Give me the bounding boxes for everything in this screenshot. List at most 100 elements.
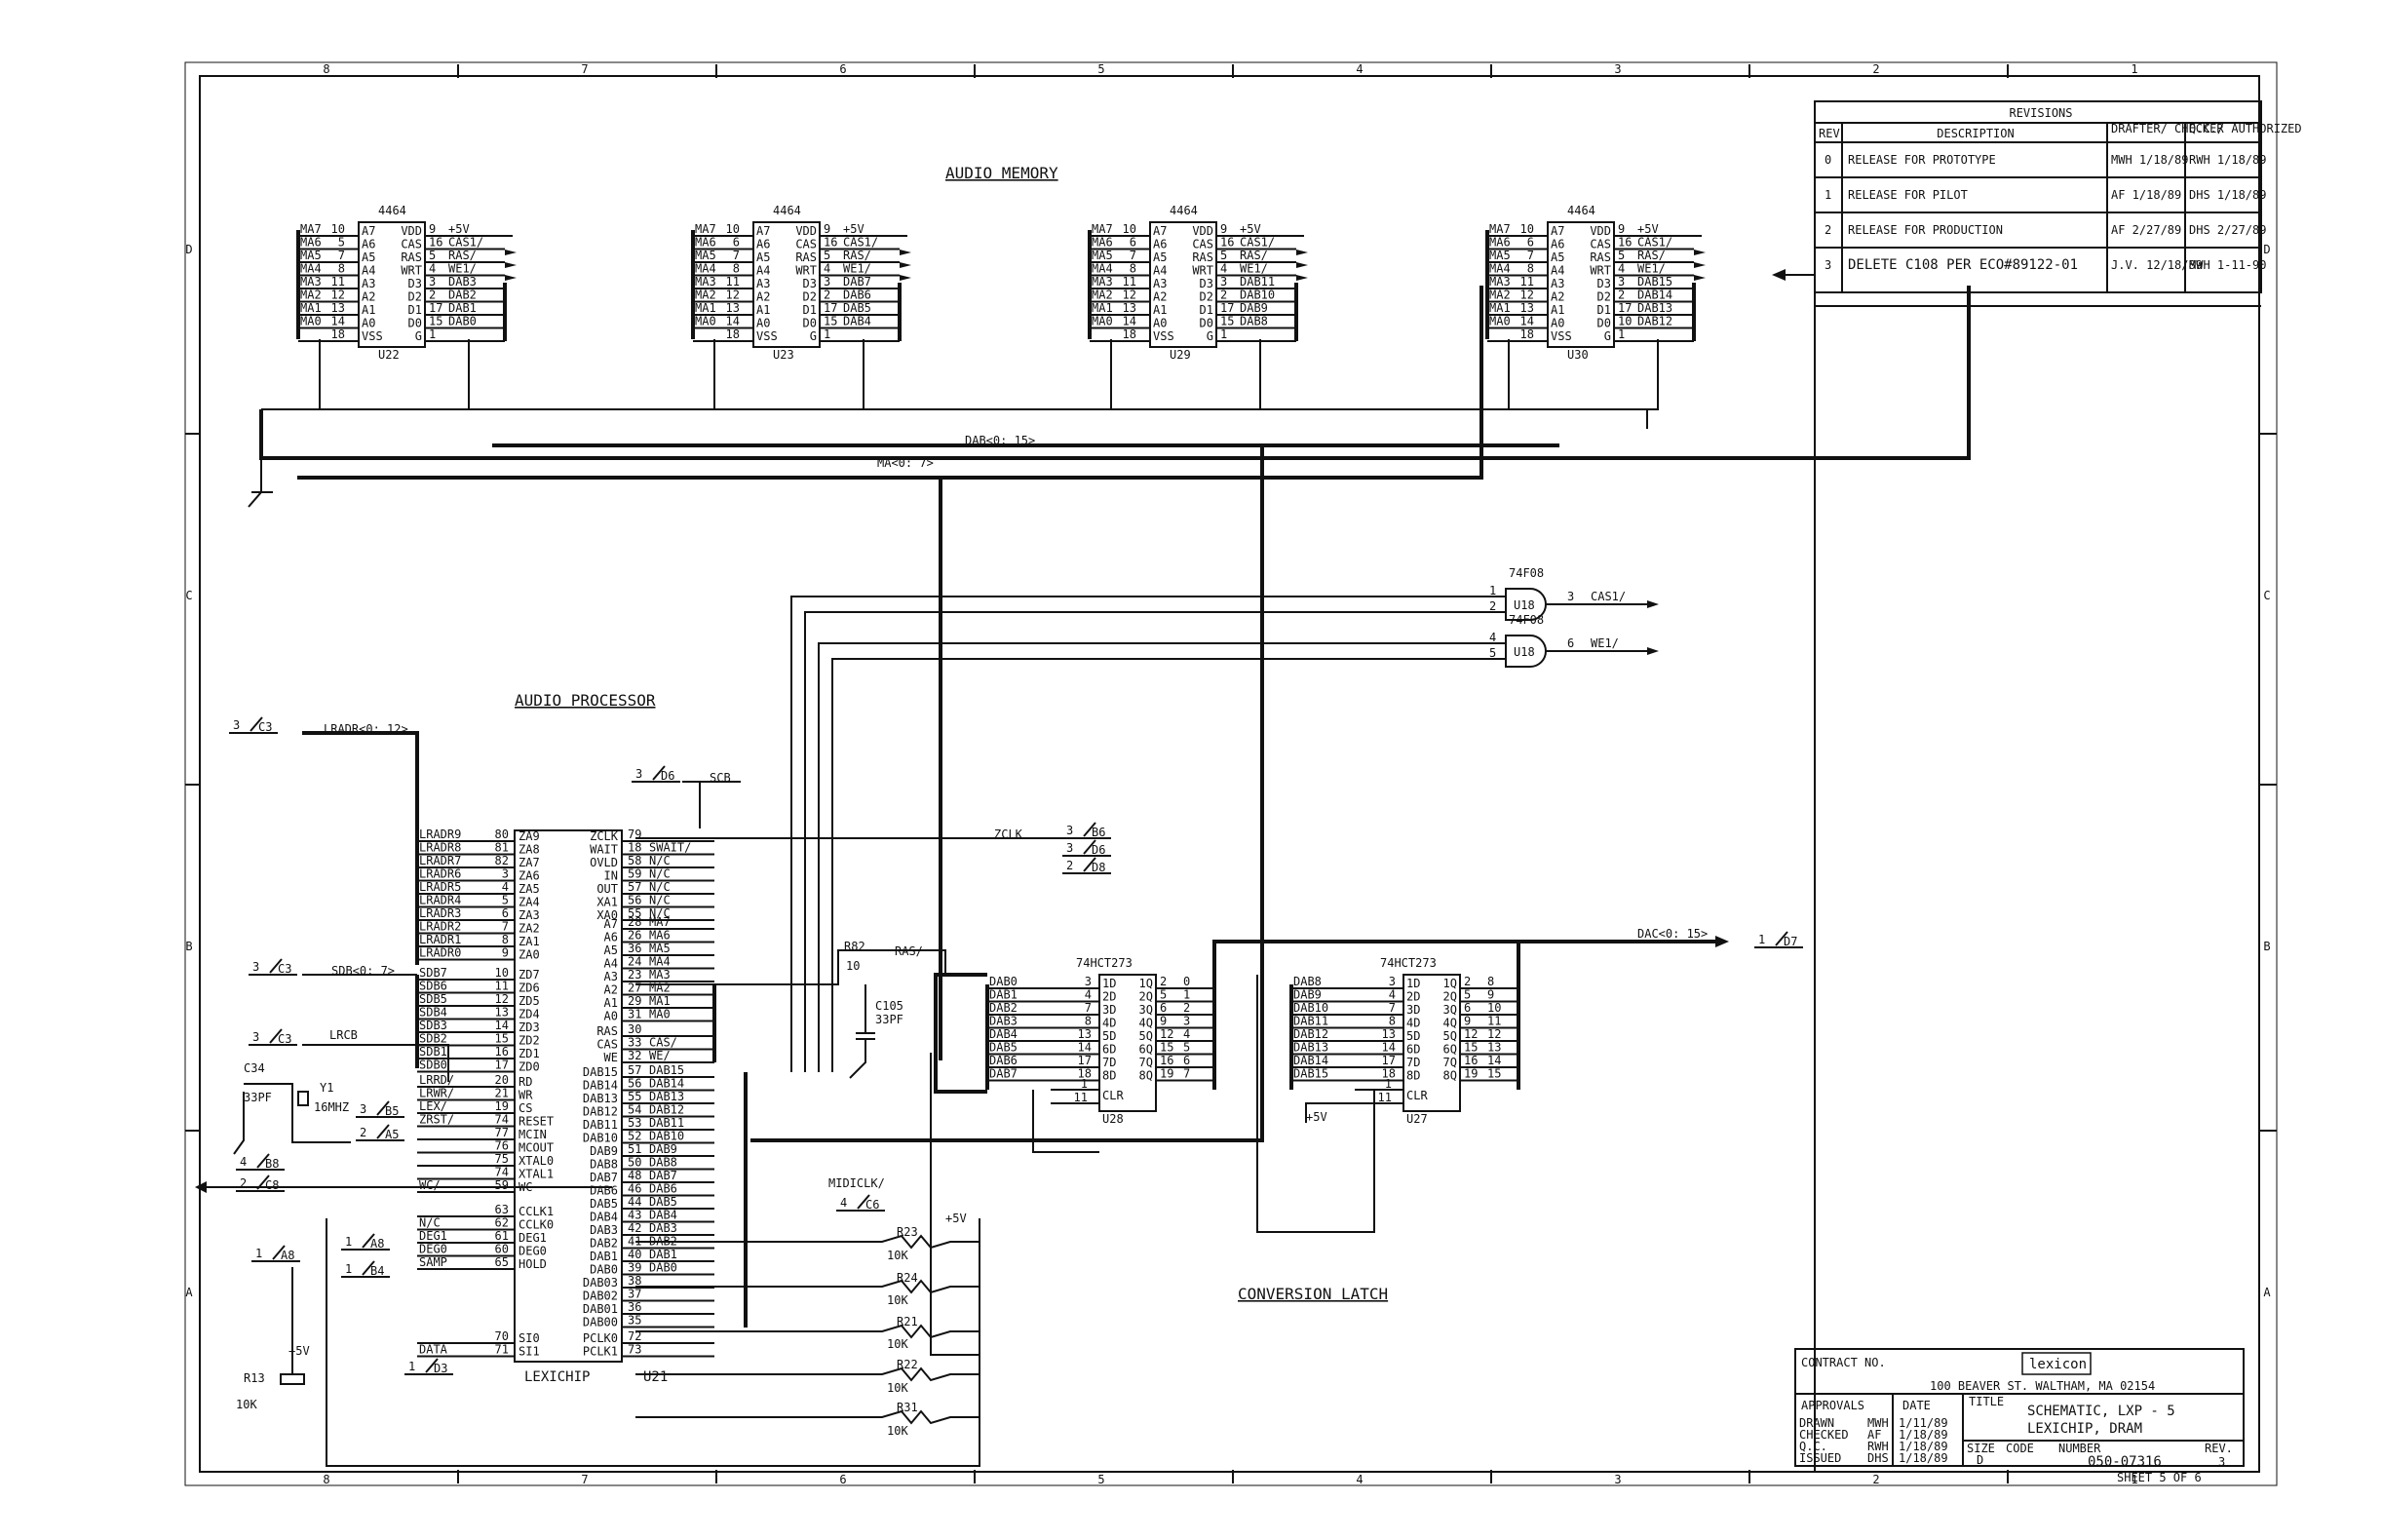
pin-name: A3 bbox=[1551, 277, 1564, 290]
offpage-sheet-number: 2 bbox=[360, 1126, 366, 1139]
pin-name: A5 bbox=[1551, 250, 1564, 264]
latch-pin-name: 2D bbox=[1102, 990, 1116, 1004]
pin-name: D1 bbox=[1200, 303, 1213, 317]
pullup-resistor bbox=[635, 1324, 980, 1339]
latch-clr: CLR bbox=[1102, 1089, 1124, 1102]
latch-clk-u28 bbox=[1032, 1090, 1099, 1153]
latch-pin-name: 7D bbox=[1102, 1056, 1116, 1069]
latch-pin: 14 bbox=[1382, 1041, 1396, 1055]
date-label: DATE bbox=[1902, 1399, 1931, 1412]
ma-pin: 24 bbox=[628, 955, 641, 969]
ma-pin: 31 bbox=[628, 1008, 641, 1021]
latch-pin: 3 bbox=[1085, 975, 1092, 988]
rev-label: REV. bbox=[2205, 1442, 2233, 1455]
zone-bottom-8: 8 bbox=[323, 1473, 329, 1486]
bus-ma-label: MA<0: 7> bbox=[877, 456, 934, 470]
dab-name: DAB4 bbox=[590, 1211, 618, 1224]
pin-name: A1 bbox=[756, 303, 770, 317]
offpage-zone: C3 bbox=[278, 1032, 291, 1046]
latch-pin-name: 2Q bbox=[1139, 990, 1153, 1004]
lradr-run bbox=[302, 731, 419, 830]
offpage-sheet-number: 1 bbox=[408, 1360, 415, 1373]
si-net: DATA bbox=[419, 1343, 448, 1357]
revision-description: RELEASE FOR PROTOTYPE bbox=[1848, 153, 1996, 167]
latch-output-bit: 10 bbox=[1487, 1001, 1501, 1015]
dab-name: DAB7 bbox=[590, 1171, 618, 1184]
zone-bottom-5: 5 bbox=[1097, 1473, 1104, 1486]
pin-name: D1 bbox=[1597, 303, 1611, 317]
latch-input-net: DAB1 bbox=[989, 988, 1018, 1002]
ras-pin: 32 bbox=[628, 1049, 641, 1062]
pin-name: VSS bbox=[362, 329, 383, 343]
pin-net: CAS1/ bbox=[843, 236, 878, 250]
ctlr-pin: 55 bbox=[628, 906, 641, 920]
pin-name: D2 bbox=[803, 290, 817, 304]
approval-initials: DHS bbox=[1867, 1451, 1889, 1465]
ctl-net: WC/ bbox=[419, 1178, 441, 1192]
ma-pin: 36 bbox=[628, 942, 641, 955]
pin-name: A2 bbox=[756, 290, 770, 304]
pin-number: 3 bbox=[824, 275, 830, 289]
scb-label: SCB bbox=[710, 771, 731, 785]
dab-pin: 37 bbox=[628, 1288, 641, 1301]
addr-pin: 80 bbox=[495, 828, 509, 841]
processor-ref: U21 bbox=[643, 1369, 668, 1385]
zone-top-4: 4 bbox=[1356, 62, 1363, 76]
pin-number: 17 bbox=[429, 301, 442, 315]
pin-name: WRT bbox=[401, 264, 422, 278]
latch-output-bit: 2 bbox=[1183, 1001, 1190, 1015]
offpage-sheet-number: 3 bbox=[635, 767, 642, 781]
sdb-net: SDB2 bbox=[419, 1032, 447, 1046]
pin-number: 2 bbox=[1618, 289, 1625, 302]
latch-pin: 3 bbox=[1389, 975, 1396, 988]
latch-clk-run bbox=[1256, 975, 1403, 1233]
zone-top-2: 2 bbox=[1872, 62, 1879, 76]
latch-pin: 9 bbox=[1464, 1015, 1471, 1028]
dab-name: DAB0 bbox=[590, 1263, 618, 1277]
latch-pin-name: 3D bbox=[1102, 1003, 1116, 1017]
offpage-slash bbox=[256, 1153, 270, 1169]
latch-pin-name: 3Q bbox=[1139, 1003, 1153, 1017]
latch-output-bit: 8 bbox=[1487, 975, 1494, 988]
addr-name: ZA8 bbox=[519, 843, 540, 857]
latch-input-net: DAB10 bbox=[1293, 1001, 1328, 1015]
ras-name: WE bbox=[604, 1051, 618, 1064]
latch-pin: 5 bbox=[1464, 988, 1471, 1002]
dab-net: DAB9 bbox=[649, 1142, 677, 1156]
gate-ref: U18 bbox=[1514, 645, 1535, 659]
pin-name: RAS bbox=[1192, 250, 1213, 264]
zone-top-5: 5 bbox=[1097, 62, 1104, 76]
zone-left-C: C bbox=[185, 589, 192, 602]
ctl-net: LEX/ bbox=[419, 1099, 447, 1113]
pin-number: 1 bbox=[1618, 327, 1625, 341]
latch-pin: 6 bbox=[1160, 1001, 1167, 1015]
latch-pin: 7 bbox=[1389, 1001, 1396, 1015]
title-audio-memory: AUDIO MEMORY bbox=[945, 164, 1058, 182]
vcc-label-2: +5V bbox=[1306, 1110, 1327, 1124]
ctl-net: LRWR/ bbox=[419, 1087, 454, 1100]
offpage-sheet-number: 2 bbox=[1066, 859, 1073, 872]
dab-pin: 57 bbox=[628, 1063, 641, 1077]
pin-net: WE1/ bbox=[1637, 262, 1666, 276]
pin-name: A1 bbox=[362, 303, 375, 317]
ma-pin: 23 bbox=[628, 968, 641, 982]
pin-number: 10 bbox=[331, 222, 345, 236]
pin-name: WRT bbox=[1590, 264, 1611, 278]
offpage-zone: A8 bbox=[281, 1249, 294, 1262]
pin-number: 9 bbox=[1618, 222, 1625, 236]
ras-name: CAS bbox=[596, 1038, 618, 1052]
offpage-zone: B4 bbox=[370, 1264, 384, 1278]
approval-initials: RWH bbox=[1867, 1440, 1889, 1453]
pin-name: G bbox=[415, 329, 422, 343]
r13-ref: R13 bbox=[244, 1371, 265, 1385]
dab-name: DAB00 bbox=[583, 1316, 618, 1329]
latch-pin-name: 6Q bbox=[1443, 1043, 1457, 1057]
